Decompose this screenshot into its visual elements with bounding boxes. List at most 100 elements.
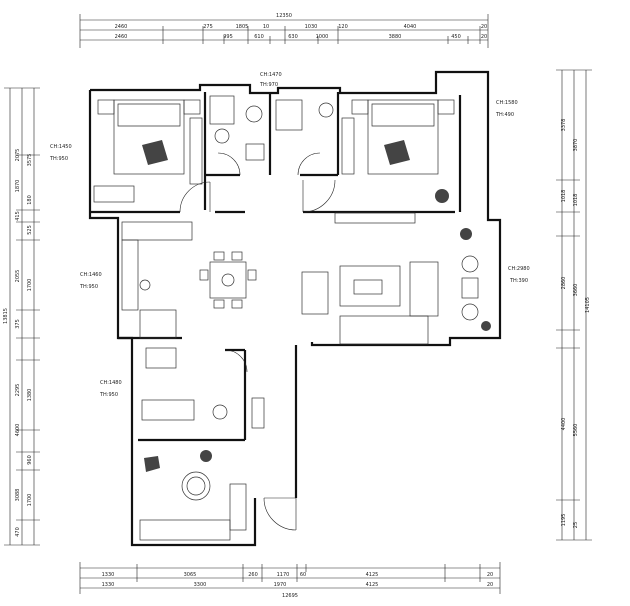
bottom-dim: 260 — [248, 572, 258, 578]
armchair — [301, 271, 329, 315]
window-height-label: TH:970 — [259, 82, 278, 88]
stove-icon — [139, 279, 151, 291]
bottom-dim: 4125 — [366, 582, 379, 588]
shower — [275, 99, 303, 131]
window-label: CH:1450 — [50, 144, 72, 150]
right-dim: 3378 — [561, 119, 567, 132]
left-dim: 2055 — [15, 270, 21, 283]
kitchen-counter-side — [121, 239, 139, 311]
nightstand — [97, 99, 115, 115]
bedroom-2-furniture — [334, 99, 455, 224]
window-label: CH:1480 — [100, 380, 122, 386]
right-overall-dim: 14105 — [585, 297, 591, 313]
coffee-table-top — [353, 279, 383, 295]
top-dim: 4040 — [404, 24, 417, 30]
right-dim: 5560 — [573, 424, 579, 437]
dining-chair — [247, 269, 257, 281]
dining-chair — [213, 251, 225, 261]
bottom-dimensions: 1330 3065 260 1170 60 4125 20 1330 3300 … — [79, 562, 501, 599]
bottom-dim: 60 — [300, 572, 306, 578]
potted-plant-icon — [200, 450, 212, 462]
dining-chair — [231, 299, 243, 309]
bottom-dim: 3300 — [194, 582, 207, 588]
left-dim: 180 — [27, 195, 33, 205]
top-dim: 1030 — [305, 24, 318, 30]
toilet — [245, 143, 265, 161]
nightstand — [351, 99, 369, 115]
window-label: CH:2980 — [508, 266, 530, 272]
left-dim: 1380 — [27, 389, 33, 402]
tea-table — [461, 277, 479, 299]
bottom-dim: 1970 — [274, 582, 287, 588]
walls — [88, 70, 502, 547]
top-dim: 2460 — [115, 34, 128, 40]
top-dim: 610 — [254, 34, 264, 40]
shelf — [251, 397, 265, 429]
top-dim: 3880 — [389, 34, 402, 40]
bed-cushion-icon — [142, 140, 168, 165]
pillow — [117, 103, 181, 127]
kitchen-dining-furniture — [121, 221, 257, 339]
desk — [141, 399, 195, 421]
dining-chair — [213, 299, 225, 309]
top-dim: 1805 — [236, 24, 249, 30]
left-dim: 960 — [27, 455, 33, 465]
left-dim: 375 — [15, 319, 21, 329]
top-dim: 120 — [338, 24, 348, 30]
wardrobe — [189, 117, 203, 185]
left-dim: 470 — [15, 527, 21, 537]
right-dim: 3870 — [573, 139, 579, 152]
floor-drain-icon — [245, 105, 263, 123]
study-furniture — [141, 347, 265, 429]
top-dim: 20 — [481, 24, 487, 30]
right-dim: 3660 — [573, 284, 579, 297]
pillow — [371, 103, 435, 127]
dining-chair — [231, 251, 243, 261]
dining-chair — [199, 269, 209, 281]
washbasin — [209, 95, 235, 125]
left-overall-dim: 13815 — [3, 308, 9, 324]
top-dim: 1000 — [316, 34, 329, 40]
window-height-label: TH:490 — [495, 112, 514, 118]
sink-icon — [214, 128, 230, 144]
right-dimensions: 3378 1018 2860 4400 1195 3870 1018 3660 … — [556, 69, 592, 541]
bottom-dim: 1330 — [102, 582, 115, 588]
top-dim: 995 — [223, 34, 233, 40]
wardrobe — [229, 483, 247, 531]
potted-plant-icon — [481, 321, 491, 331]
right-dim: 1018 — [561, 190, 567, 203]
left-dim: 1700 — [27, 494, 33, 507]
window-height-label: TH:950 — [49, 156, 68, 162]
right-dim: 1018 — [573, 194, 579, 207]
bookshelf — [145, 347, 177, 369]
window-label: CH:1580 — [496, 100, 518, 106]
top-dim: 630 — [288, 34, 298, 40]
lounge-chair — [461, 303, 479, 321]
bottom-overall-dim: 12695 — [282, 593, 298, 599]
door-swings — [179, 152, 336, 531]
wardrobe — [341, 117, 355, 175]
round-rug-inner — [186, 476, 206, 496]
window-labels: CH:1450 TH:950 CH:1470 TH:970 CH:1580 TH… — [49, 72, 530, 398]
left-dim: 2075 — [15, 149, 21, 162]
double-bed — [367, 99, 439, 175]
window-height-label: TH:950 — [79, 284, 98, 290]
coffee-table — [339, 265, 401, 307]
bedroom-1-furniture — [93, 99, 203, 203]
window-label: CH:1460 — [80, 272, 102, 278]
chair — [212, 404, 228, 420]
bottom-dim: 4125 — [366, 572, 379, 578]
top-dim: 275 — [203, 24, 213, 30]
left-dim: 4600 — [15, 424, 21, 437]
potted-plant-icon — [460, 228, 472, 240]
top-dim: 450 — [451, 34, 461, 40]
left-dim: 1700 — [27, 279, 33, 292]
right-dim: 1195 — [561, 514, 567, 527]
left-dim: 415 — [15, 211, 21, 221]
nightstand — [183, 99, 201, 115]
bottom-room-furniture — [139, 450, 247, 541]
top-dim: 20 — [481, 34, 487, 40]
top-dimensions: 12350 2460 275 1805 10 1030 120 4040 20 … — [79, 13, 489, 48]
top-dim: 10 — [263, 24, 269, 30]
